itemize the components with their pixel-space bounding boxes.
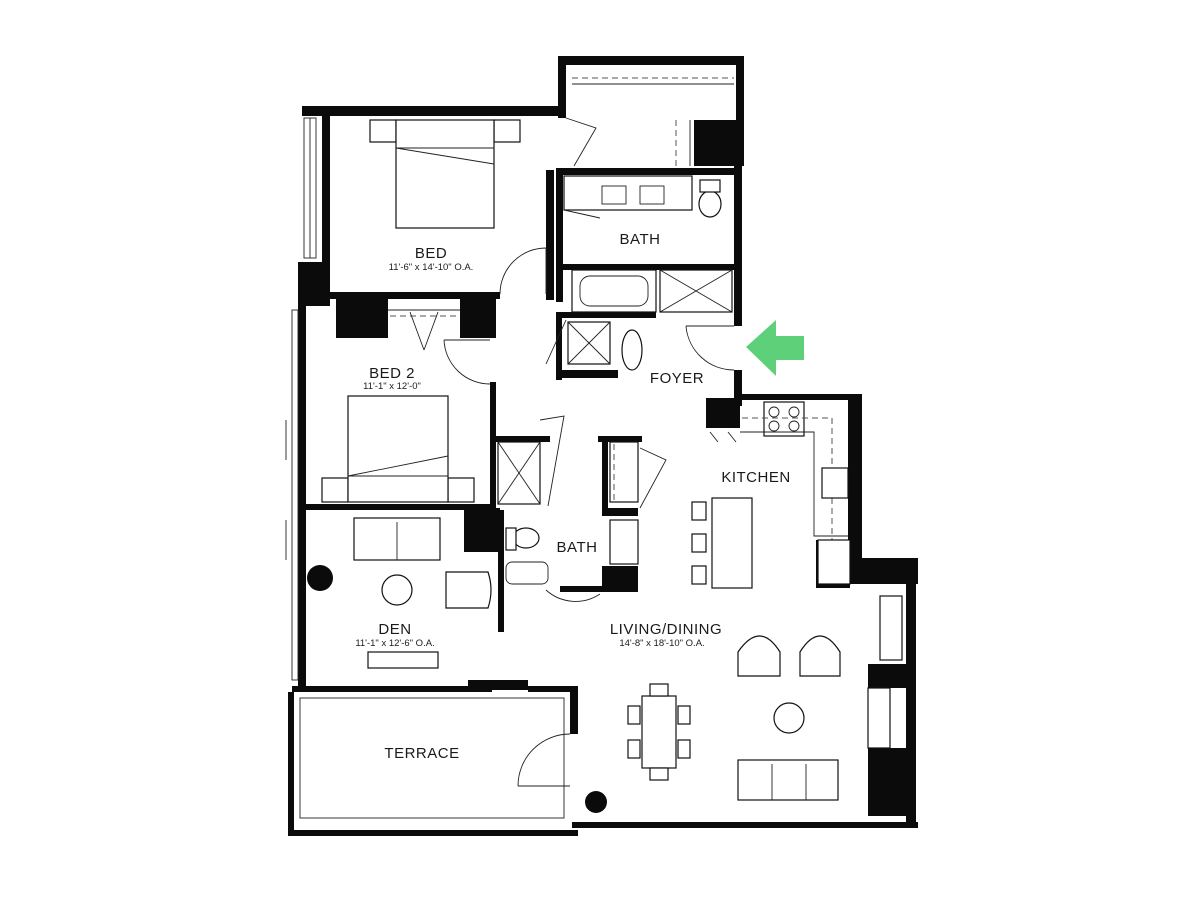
room-label-living: LIVING/DINING	[610, 621, 722, 638]
entry-arrow-icon	[746, 320, 804, 376]
room-label-bed: BED	[415, 245, 447, 262]
master-bed-furniture	[369, 117, 597, 351]
room-label-bath-master: BATH	[620, 231, 661, 248]
bed2-furniture	[321, 339, 491, 503]
room-dims-bed: 11'-6" x 14'-10" O.A.	[389, 262, 474, 273]
column-icon	[307, 565, 333, 591]
foyer-door	[685, 325, 735, 371]
room-dims-bed2: 11'-1" x 12'-0"	[363, 381, 421, 392]
kitchen-fixtures	[691, 401, 851, 589]
west-windows	[285, 117, 317, 681]
walk-in-closet	[572, 77, 734, 166]
master-bath-fixtures	[545, 175, 733, 371]
room-label-foyer: FOYER	[650, 370, 704, 387]
column-icon	[585, 791, 607, 813]
terrace-outline	[299, 697, 571, 819]
room-dims-living: 14'-8" x 18'-10" O.A.	[619, 638, 704, 649]
room-label-terrace: TERRACE	[384, 745, 459, 762]
room-label-bed2: BED 2	[369, 365, 415, 382]
room-labels: BED 11'-6" x 14'-10" O.A. BATH FOYER BED…	[355, 231, 790, 762]
room-label-bath2: BATH	[557, 539, 598, 556]
room-label-kitchen: KITCHEN	[721, 469, 790, 486]
room-dims-den: 11'-1" x 12'-6" O.A.	[355, 638, 434, 649]
bath2-fixtures	[497, 415, 667, 602]
den-furniture	[307, 517, 492, 669]
living-furniture	[585, 595, 903, 813]
room-label-den: DEN	[378, 621, 411, 638]
walls	[288, 56, 918, 836]
